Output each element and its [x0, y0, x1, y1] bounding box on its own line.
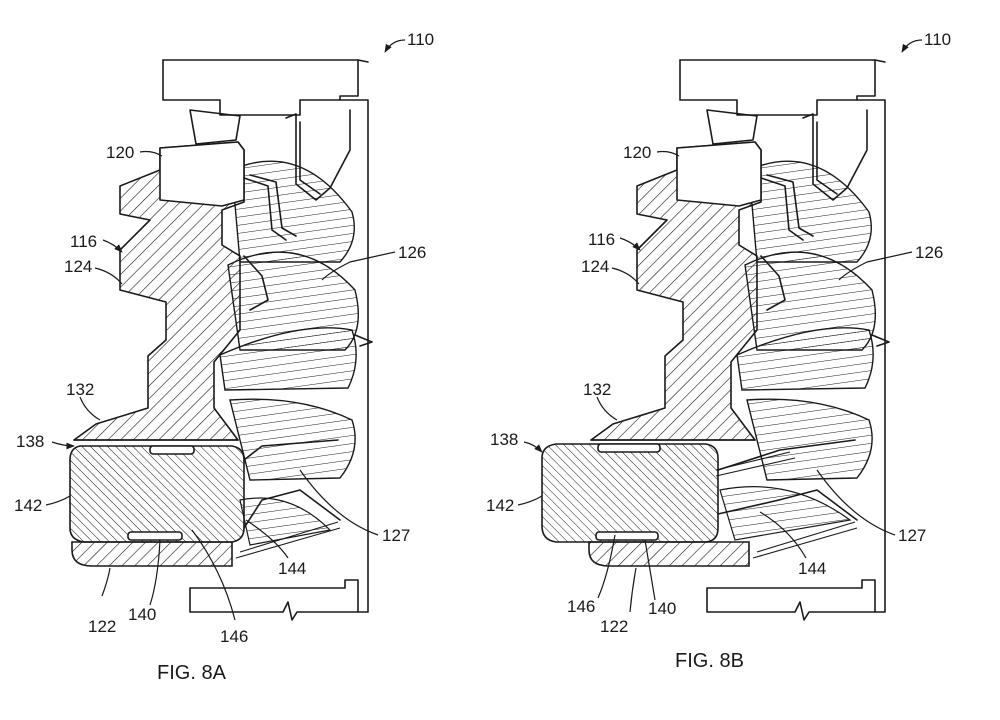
label-124: 124: [64, 257, 92, 276]
label-110: 110: [924, 30, 951, 49]
housing-frame: [679, 59, 886, 621]
figure-8b: 110 120 116 124 126 132 138 142 127 144 …: [486, 30, 951, 672]
label-146: 146: [220, 627, 248, 646]
caption-fig-8b: FIG. 8B: [675, 650, 744, 672]
caption-fig-8a: FIG. 8A: [157, 662, 227, 684]
label-116: 116: [70, 232, 97, 251]
label-116: 116: [588, 230, 615, 249]
label-132: 132: [66, 380, 94, 399]
label-120: 120: [106, 143, 134, 162]
label-126: 126: [398, 243, 426, 262]
poppet-stem: [706, 109, 758, 145]
top-cap: [162, 59, 341, 116]
break-line: [871, 334, 890, 347]
label-124: 124: [581, 257, 609, 276]
shaft-section: [590, 141, 762, 441]
label-144: 144: [278, 559, 306, 578]
label-132: 132: [583, 380, 611, 399]
label-138: 138: [490, 430, 518, 449]
shaft-section: [73, 141, 245, 441]
label-140: 140: [128, 605, 156, 624]
break-line: [354, 334, 373, 347]
label-140: 140: [648, 599, 676, 618]
label-142: 142: [14, 496, 42, 515]
spring-coils: [715, 160, 890, 559]
top-cap: [679, 59, 858, 116]
frame-edge: [874, 59, 886, 63]
poppet-head: [676, 141, 762, 207]
label-127: 127: [382, 526, 410, 545]
seal-body: [541, 443, 719, 543]
label-146: 146: [567, 597, 595, 616]
poppet-head: [159, 141, 245, 207]
frame-edge: [357, 59, 369, 63]
label-122: 122: [88, 617, 116, 636]
label-126: 126: [915, 243, 943, 262]
label-138: 138: [16, 432, 44, 451]
retainer-plate: [71, 541, 233, 567]
label-122: 122: [600, 617, 628, 636]
seal-groove-top: [149, 445, 195, 455]
label-110: 110: [407, 30, 434, 49]
seal-groove-bottom: [127, 531, 183, 541]
label-120: 120: [623, 143, 651, 162]
poppet-stem: [189, 109, 241, 145]
label-144: 144: [798, 559, 826, 578]
figure-8a: 110 120 116 124 126 132 138 142 127 144 …: [14, 30, 434, 684]
housing-frame: [162, 59, 369, 621]
seal-groove-top: [597, 443, 661, 453]
seal-body: [69, 445, 245, 543]
label-127: 127: [898, 526, 926, 545]
retainer-plate: [588, 541, 750, 567]
label-142: 142: [486, 496, 514, 515]
seal-groove-bottom: [595, 531, 659, 541]
